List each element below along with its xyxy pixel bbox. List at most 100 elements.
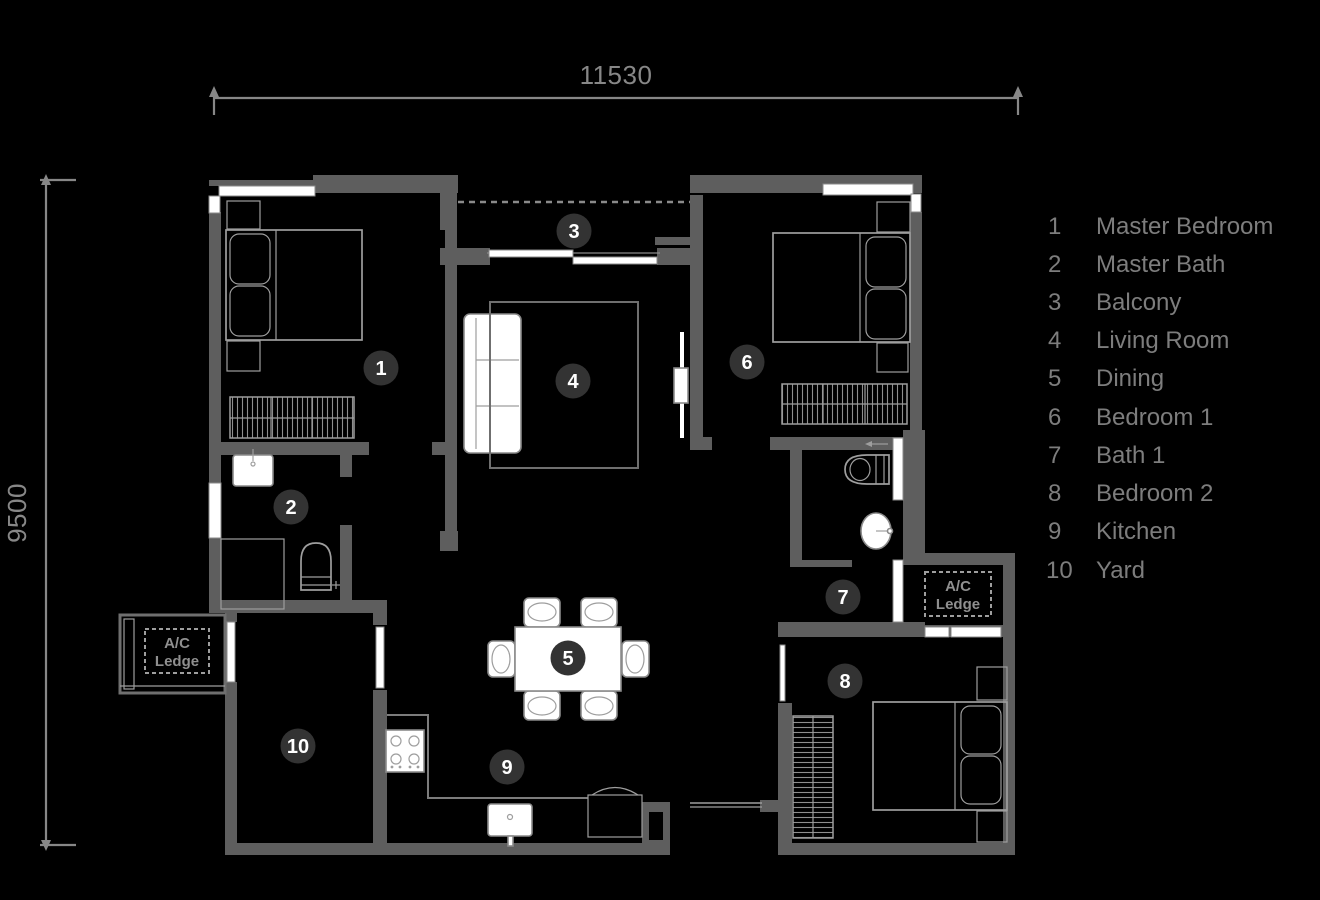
balcony-edge (458, 200, 690, 265)
ac-ledge-right: A/C Ledge (924, 571, 992, 617)
window-bedroom1-corner (910, 193, 922, 213)
bed-bedroom2 (872, 666, 1008, 843)
sink-masterbath (232, 449, 274, 487)
window-bedroom1-top (822, 183, 914, 196)
svg-text:6: 6 (1048, 404, 1061, 431)
legend-item-2: 2 Master Bath (1048, 251, 1225, 278)
window-master-top (218, 185, 316, 197)
dimension-width-label: 11530 (580, 60, 653, 90)
wardrobe-bedroom2 (792, 715, 834, 839)
window-master-corner (208, 195, 221, 214)
entry (587, 786, 762, 838)
chair (523, 690, 561, 721)
svg-text:3: 3 (1048, 289, 1061, 316)
nightstand (226, 200, 261, 230)
svg-text:Master Bedroom: Master Bedroom (1096, 213, 1273, 240)
nightstand (876, 342, 909, 373)
svg-text:3: 3 (568, 221, 579, 243)
balcony-slider-panel-1 (488, 249, 574, 258)
svg-text:9: 9 (501, 757, 512, 779)
svg-text:7: 7 (1048, 442, 1061, 469)
badge-bath-1: 7 (825, 579, 861, 615)
svg-text:1: 1 (375, 358, 386, 380)
living-rug (489, 301, 639, 469)
badge-kitchen: 9 (489, 749, 525, 785)
svg-text:5: 5 (562, 648, 573, 670)
svg-text:8: 8 (1048, 480, 1061, 507)
chair (580, 597, 618, 628)
stove (385, 729, 425, 773)
badge-bedroom-1: 6 (729, 344, 765, 380)
ac-ledge-right-line1: A/C (945, 578, 971, 595)
legend-item-7: 7 Bath 1 (1048, 442, 1165, 469)
dimension-height-label: 9500 (2, 483, 32, 543)
svg-text:Living Room: Living Room (1096, 327, 1229, 354)
legend-item-5: 5 Dining (1048, 365, 1164, 392)
window-bath1-upper (892, 437, 904, 501)
room-badges: 1 2 3 4 5 6 7 8 9 10 (273, 213, 863, 785)
bed-master (225, 200, 363, 372)
legend-item-6: 6 Bedroom 1 (1048, 404, 1213, 431)
window-yard (226, 621, 236, 683)
bedroom2-door-gap (779, 644, 786, 702)
legend-item-8: 8 Bedroom 2 (1048, 480, 1213, 507)
badge-balcony: 3 (556, 213, 592, 249)
ac-ledge-left-line1: A/C (164, 635, 190, 652)
shower-masterbath (220, 538, 285, 610)
windows (208, 183, 1002, 702)
balcony-slider-panel-2 (572, 256, 658, 265)
svg-text:5: 5 (1048, 365, 1061, 392)
window-masterbath (208, 482, 222, 539)
walls (209, 175, 1015, 855)
badge-yard: 10 (280, 728, 316, 764)
svg-text:8: 8 (839, 671, 850, 693)
window-bath1-lower (892, 559, 904, 623)
svg-text:4: 4 (567, 371, 579, 393)
dimension-left: 9500 (2, 174, 76, 851)
ac-ledge-left-line2: Ledge (155, 653, 199, 670)
ac-ledge-left: A/C Ledge (118, 613, 227, 695)
svg-text:10: 10 (1046, 557, 1073, 584)
tv-console (673, 332, 689, 438)
nightstand (976, 666, 1008, 701)
badge-master-bedroom: 1 (363, 350, 399, 386)
nightstand (976, 810, 1008, 843)
svg-text:2: 2 (285, 497, 296, 519)
svg-text:1: 1 (1048, 213, 1061, 240)
legend-item-1: 1 Master Bedroom (1048, 213, 1273, 240)
svg-text:9: 9 (1048, 518, 1061, 545)
wardrobe-master (229, 396, 355, 439)
svg-text:Bedroom 1: Bedroom 1 (1096, 404, 1213, 431)
svg-text:Dining: Dining (1096, 365, 1164, 392)
entry-cabinet (587, 794, 643, 838)
chair (580, 690, 618, 721)
legend-item-10: 10 Yard (1046, 557, 1145, 584)
svg-text:Master Bath: Master Bath (1096, 251, 1225, 278)
toilet-bath1 (844, 441, 890, 485)
toilet-masterbath (300, 542, 340, 591)
window-bedroom2-a (924, 626, 950, 638)
svg-text:Bath 1: Bath 1 (1096, 442, 1165, 469)
svg-text:2: 2 (1048, 251, 1061, 278)
svg-text:Yard: Yard (1096, 557, 1145, 584)
sofa (463, 313, 522, 454)
svg-text:10: 10 (287, 736, 309, 758)
sink-bath1 (860, 512, 894, 550)
nightstand (226, 340, 261, 372)
svg-text:6: 6 (741, 352, 752, 374)
dimension-top: 11530 (209, 60, 1023, 115)
kitchen (385, 714, 588, 847)
badge-living-room: 4 (555, 363, 591, 399)
chair (523, 597, 561, 628)
yard-sliding-door (375, 626, 385, 689)
badge-dining: 5 (550, 640, 586, 676)
bed-bedroom1 (772, 201, 911, 373)
svg-text:Bedroom 2: Bedroom 2 (1096, 480, 1213, 507)
ac-ledge-right-line2: Ledge (936, 596, 980, 613)
nightstand (876, 201, 911, 233)
